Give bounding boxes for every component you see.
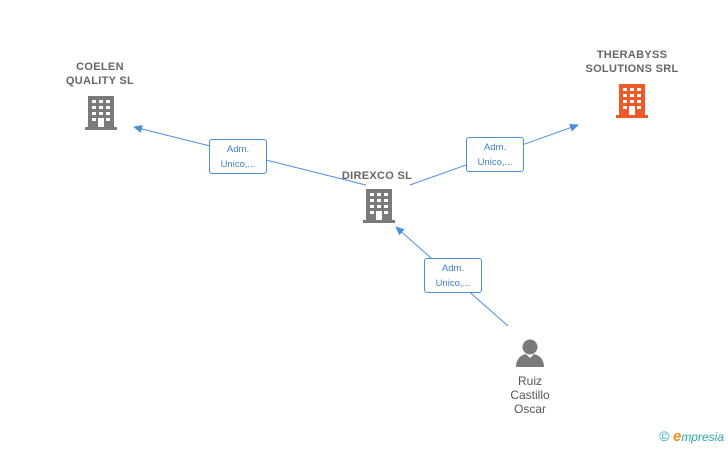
company-name-line1: DIREXCO SL [341,170,413,182]
company-name-line2: QUALITY SL [65,75,135,87]
person-name-line1: Ruiz [517,374,542,388]
company-label-therabyss[interactable]: THERABYSS SOLUTIONS SRL [573,48,691,76]
edge-label-coelen[interactable]: Adm. Unico,... [209,139,267,174]
person-name-line2: Castillo [510,388,550,402]
building-icon[interactable] [362,188,396,224]
company-label-direxco[interactable]: DIREXCO SL [330,169,424,183]
company-name-line2: SOLUTIONS SRL [585,63,679,75]
edge-label-person[interactable]: Adm. Unico,... [424,258,482,293]
edge-role-line2: Unico,... [220,159,256,170]
company-name-line1: COELEN [76,61,124,73]
edge-role-line2: Unico,... [477,157,513,168]
person-label[interactable]: Ruiz Castillo Oscar [490,374,570,416]
company-label-coelen[interactable]: COELEN QUALITY SL [48,60,152,88]
person-name-line3: Oscar [513,402,546,416]
empresia-logo: © empresia [659,428,724,445]
edge-role-line1: Adm. [441,263,465,274]
brand-initial: e [672,428,682,445]
building-icon[interactable] [84,95,118,131]
brand-name: mpresia [681,430,724,444]
copyright-symbol: © [659,428,670,444]
person-icon[interactable] [514,338,546,368]
edge-role-line1: Adm. [483,142,507,153]
edge-role-line2: Unico,... [435,278,471,289]
company-name-line1: THERABYSS [596,49,668,61]
edge-role-line1: Adm. [226,144,250,155]
building-icon[interactable] [615,83,649,119]
edge-label-therabyss[interactable]: Adm. Unico,... [466,137,524,172]
